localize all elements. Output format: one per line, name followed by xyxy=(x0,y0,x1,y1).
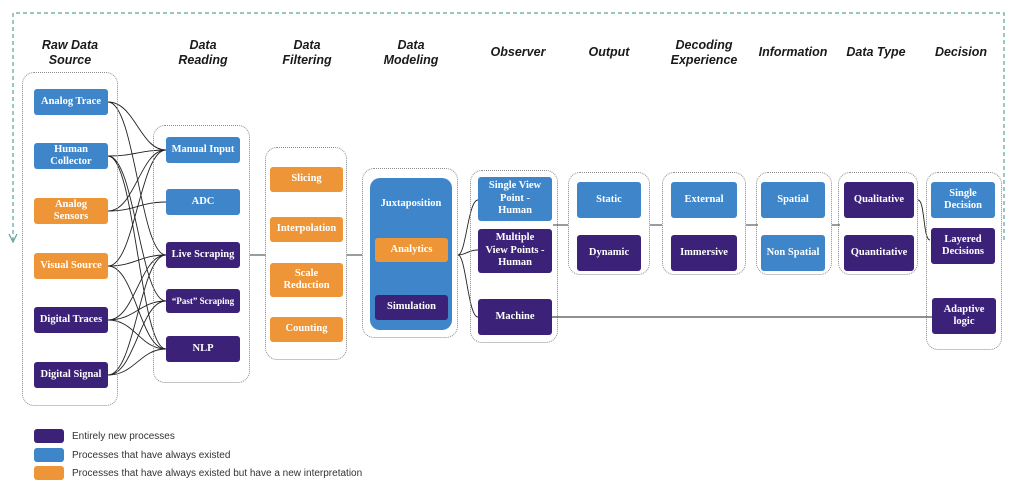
column-decoding-experience xyxy=(662,172,746,275)
node-static: Static xyxy=(577,182,641,218)
node-visual-source: Visual Source xyxy=(34,253,108,279)
column-decision xyxy=(926,172,1002,350)
column-data-modeling xyxy=(362,168,458,338)
node-interpolation: Interpolation xyxy=(270,217,343,242)
feedback-loop-line xyxy=(12,12,1005,240)
stage-connectors xyxy=(250,199,932,318)
column-data-filtering xyxy=(265,147,347,360)
node-manual-input: Manual Input xyxy=(166,137,240,163)
node-live-scraping: Live Scraping xyxy=(166,242,240,268)
header-output: Output xyxy=(588,45,630,59)
node-analog-sensors: Analog Sensors xyxy=(34,198,108,224)
legend-swatch-reinterpreted xyxy=(34,466,64,480)
column-data-reading xyxy=(153,125,250,383)
node-adaptive-logic: Adaptive logic xyxy=(932,298,996,334)
node-digital-signal: Digital Signal xyxy=(34,362,108,388)
node-quantitative: Quantitative xyxy=(844,235,914,271)
node-layered-decisions: Layered Decisions xyxy=(931,228,995,264)
header-observer: Observer xyxy=(490,45,546,59)
node-machine: Machine xyxy=(478,299,552,335)
raw-to-reading-connectors xyxy=(107,101,167,376)
header-information: Information xyxy=(758,45,828,59)
header-data-type: Data Type xyxy=(846,45,906,59)
legend-swatch-new xyxy=(34,429,64,443)
column-observer xyxy=(470,170,558,343)
node-simulation: Simulation xyxy=(375,295,448,320)
legend-swatch-existed xyxy=(34,448,64,462)
legend-label-new: Entirely new processes xyxy=(72,430,175,442)
node-past-scraping: “Past” Scraping xyxy=(166,289,240,313)
legend-label-reinterpreted: Processes that have always existed but h… xyxy=(72,467,363,479)
node-juxtaposition-label: Juxtaposition xyxy=(380,198,442,209)
node-qualitative: Qualitative xyxy=(844,182,914,218)
legend-item-existed: Processes that have always existed xyxy=(34,448,230,462)
node-analog-trace: Analog Trace xyxy=(34,89,108,115)
legend-label-existed: Processes that have always existed xyxy=(72,449,231,461)
node-dynamic: Dynamic xyxy=(577,235,641,271)
node-external: External xyxy=(671,182,737,218)
node-analytics: Analytics xyxy=(375,238,448,262)
node-spatial: Spatial xyxy=(761,182,825,218)
node-non-spatial: Non Spatial xyxy=(761,235,825,271)
column-data-type xyxy=(838,172,918,275)
node-digital-traces: Digital Traces xyxy=(34,307,108,333)
node-adc: ADC xyxy=(166,189,240,215)
node-scale-reduction: Scale Reduction xyxy=(270,263,343,297)
header-decision: Decision xyxy=(934,45,988,59)
node-single-decision: Single Decision xyxy=(931,182,995,218)
node-single-view-point-human: Single View Point - Human xyxy=(478,177,552,221)
node-slicing: Slicing xyxy=(270,167,343,192)
node-nlp: NLP xyxy=(166,336,240,362)
node-human-collector: Human Collector xyxy=(34,143,108,169)
column-raw-data-source xyxy=(22,72,118,406)
legend-item-new: Entirely new processes xyxy=(34,429,175,443)
column-output xyxy=(568,172,650,275)
node-immersive: Immersive xyxy=(671,235,737,271)
node-counting: Counting xyxy=(270,317,343,342)
node-multiple-view-points-human: Multiple View Points - Human xyxy=(478,229,552,273)
legend-item-reinterpreted: Processes that have always existed but h… xyxy=(34,466,362,480)
feedback-loop-arrow xyxy=(8,233,18,244)
column-information xyxy=(756,172,832,275)
